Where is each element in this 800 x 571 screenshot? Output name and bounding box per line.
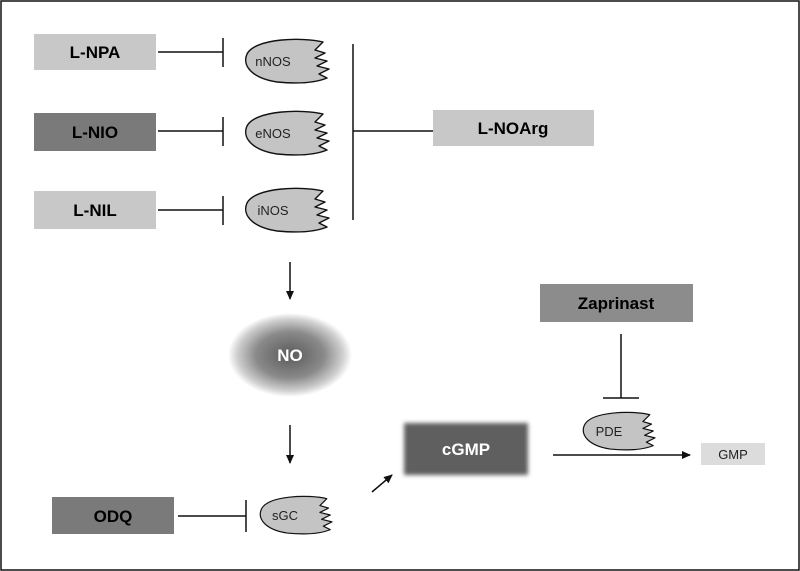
no-label: NO <box>277 346 303 365</box>
nnos-label: nNOS <box>255 54 291 69</box>
enos-label: eNOS <box>255 126 291 141</box>
lnpa-box: L-NPA <box>34 34 156 70</box>
lnio-label: L-NIO <box>72 123 118 142</box>
no-molecule: NO <box>228 313 352 397</box>
pde-enzyme: PDE <box>582 411 656 451</box>
inos-label: iNOS <box>257 203 288 218</box>
lnil-label: L-NIL <box>73 201 116 220</box>
sgc-to-cgmp-arrow <box>371 474 393 493</box>
lnoarg-label: L-NOArg <box>478 119 549 138</box>
gmp-label: GMP <box>718 447 748 462</box>
cgmp-molecule: cGMP <box>404 423 528 475</box>
gmp-molecule: GMP <box>701 443 765 465</box>
odq-box: ODQ <box>52 497 174 534</box>
sgc-label: sGC <box>272 508 298 523</box>
inos-enzyme: iNOS <box>244 187 330 233</box>
enos-enzyme: eNOS <box>244 110 330 156</box>
sgc-enzyme: sGC <box>259 495 333 535</box>
lnoarg-box: L-NOArg <box>433 110 594 146</box>
zaprinast-label: Zaprinast <box>578 294 655 313</box>
zaprinast-box: Zaprinast <box>540 284 693 322</box>
lnil-box: L-NIL <box>34 191 156 229</box>
lnpa-label: L-NPA <box>70 43 121 62</box>
cgmp-label: cGMP <box>442 440 490 459</box>
pde-label: PDE <box>596 424 623 439</box>
nnos-enzyme: nNOS <box>244 38 330 84</box>
lnio-box: L-NIO <box>34 113 156 151</box>
odq-label: ODQ <box>94 507 133 526</box>
